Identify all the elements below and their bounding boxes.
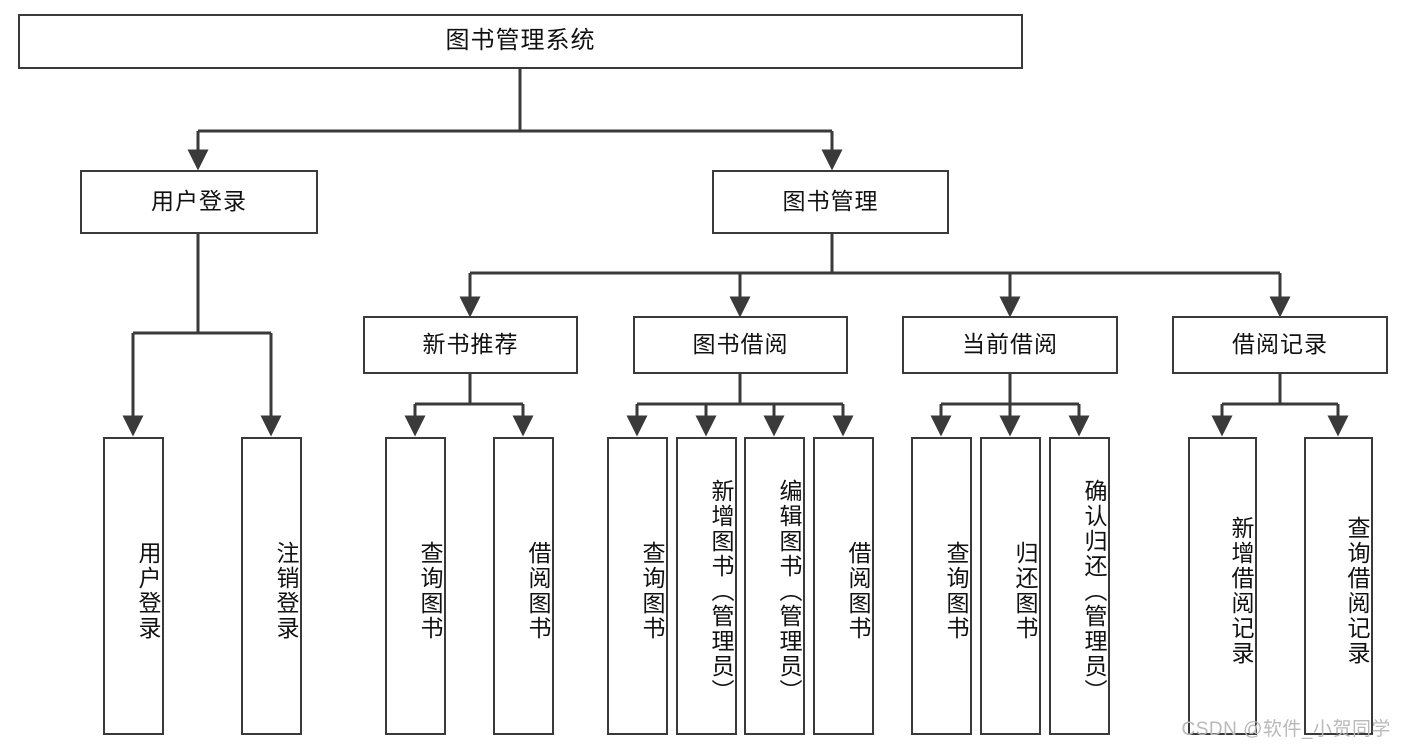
node-leaf-borrow-book[interactable]: 借阅图书: [813, 437, 874, 735]
node-label: 当前借阅: [962, 331, 1058, 358]
node-new-book-recommend[interactable]: 新书推荐: [363, 316, 578, 374]
watermark-text: CSDN @软件_小贺同学: [1181, 719, 1391, 740]
node-leaf-new-book-borrow[interactable]: 借阅图书: [493, 437, 554, 735]
node-root-system[interactable]: 图书管理系统: [18, 14, 1023, 69]
node-leaf-borrow-query-book[interactable]: 查询图书: [607, 437, 668, 735]
node-label: 查询图书: [639, 541, 665, 641]
node-label: 新书推荐: [422, 331, 519, 358]
node-label: 借阅图书: [525, 541, 551, 641]
node-label: 用户登录: [151, 188, 247, 215]
node-leaf-add-borrow-record[interactable]: 新增借阅记录: [1188, 437, 1257, 735]
node-book-borrow[interactable]: 图书借阅: [633, 316, 848, 374]
node-label: 借阅图书: [845, 541, 871, 641]
node-label: 归还图书: [1012, 541, 1038, 641]
node-current-borrow[interactable]: 当前借阅: [902, 316, 1118, 374]
node-label: 查询图书: [417, 541, 443, 641]
node-label: 用户登录: [135, 541, 161, 641]
node-borrow-record[interactable]: 借阅记录: [1172, 316, 1388, 374]
node-leaf-confirm-return-admin[interactable]: 确认归还（管理员）: [1049, 437, 1110, 735]
node-leaf-return-book[interactable]: 归还图书: [980, 437, 1041, 735]
node-label: 新增图书（管理员）: [708, 478, 734, 704]
node-label: 图书管理系统: [445, 27, 596, 55]
node-leaf-current-query-book[interactable]: 查询图书: [911, 437, 972, 735]
node-leaf-edit-book-admin[interactable]: 编辑图书（管理员）: [744, 437, 805, 735]
node-label: 注销登录: [273, 541, 299, 641]
node-label: 查询借阅记录: [1344, 516, 1370, 666]
node-leaf-user-login[interactable]: 用户登录: [103, 437, 164, 735]
node-label: 图书管理: [782, 188, 879, 215]
node-label: 确认归还（管理员）: [1081, 478, 1107, 704]
node-label: 新增借阅记录: [1228, 516, 1254, 666]
node-leaf-add-book-admin[interactable]: 新增图书（管理员）: [676, 437, 737, 735]
node-label: 借阅记录: [1232, 331, 1328, 358]
node-label: 编辑图书（管理员）: [776, 478, 802, 704]
node-leaf-logout[interactable]: 注销登录: [241, 437, 302, 735]
node-user-login[interactable]: 用户登录: [80, 170, 318, 234]
node-leaf-query-borrow-record[interactable]: 查询借阅记录: [1304, 437, 1373, 735]
node-label: 查询图书: [943, 541, 969, 641]
node-leaf-new-book-query[interactable]: 查询图书: [385, 437, 446, 735]
node-book-management[interactable]: 图书管理: [712, 170, 949, 234]
node-label: 图书借阅: [692, 331, 789, 358]
